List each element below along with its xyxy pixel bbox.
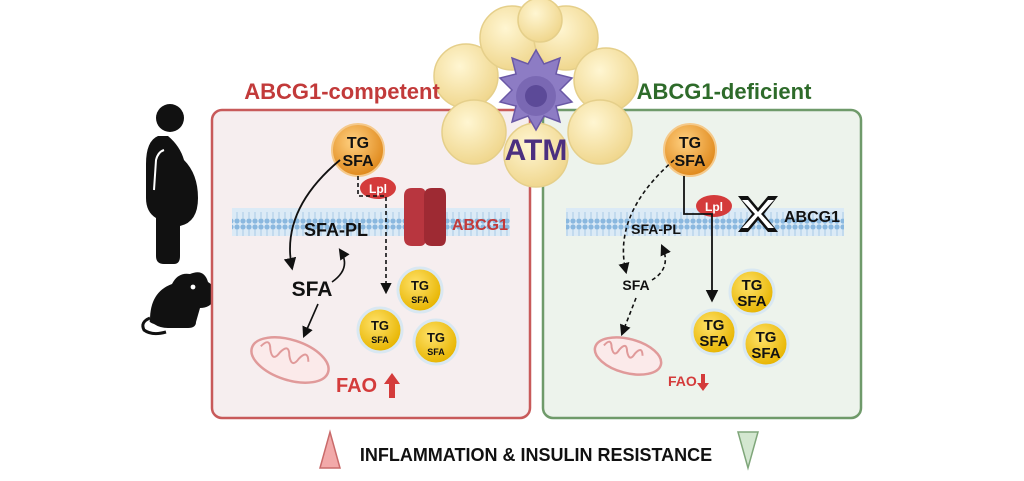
macrophage-icon	[498, 48, 574, 132]
right-droplet-3-sfa: SFA	[751, 345, 780, 362]
atm-label: ATM	[505, 134, 568, 167]
left-abcg1-label: ABCG1	[452, 217, 508, 234]
right-dashed-lipo-to-sfa	[618, 159, 675, 275]
left-lipoprotein-tg: TG	[347, 135, 369, 152]
right-lpl-enzyme: Lpl	[696, 195, 732, 217]
right-droplet-1: TG SFA	[728, 268, 776, 316]
right-lpl-label: Lpl	[705, 200, 723, 214]
x-mark-icon	[738, 196, 778, 232]
left-droplet-1: TG SFA	[396, 266, 444, 314]
competent-title: ABCG1-competent	[244, 79, 440, 104]
right-lipoprotein-sfa: SFA	[674, 153, 706, 170]
left-membrane	[232, 208, 510, 236]
outcome-label: INFLAMMATION & INSULIN RESISTANCE	[360, 445, 712, 465]
left-arrow-lipo-to-sfa	[283, 159, 341, 271]
left-fao-label: FAO	[336, 375, 377, 397]
decrease-triangle-icon	[737, 431, 759, 471]
left-lipoprotein-sfa: SFA	[342, 153, 374, 170]
right-droplet-2: TG SFA	[690, 308, 738, 356]
adipocyte-icon	[433, 0, 639, 188]
right-droplet-3: TG SFA	[742, 320, 790, 368]
mouse-icon	[141, 272, 216, 336]
right-abcg1-label: ABCG1	[784, 209, 840, 226]
fao-up-arrow-icon	[384, 373, 400, 398]
left-lpl-label: Lpl	[369, 182, 387, 196]
fao-down-arrow-icon	[697, 374, 709, 391]
human-silhouette-icon	[146, 104, 198, 264]
left-droplet-3-tg: TG	[427, 330, 445, 345]
right-sfa-pl-label: SFA-PL	[631, 221, 681, 237]
right-droplet-1-sfa: SFA	[737, 293, 766, 310]
right-sfa-label: SFA	[622, 277, 649, 293]
right-dashed-sfa-to-pl	[651, 243, 671, 281]
right-solid-to-droplets	[683, 176, 719, 303]
right-droplet-3-tg: TG	[756, 329, 777, 346]
left-sfa-label: SFA	[292, 278, 333, 301]
increase-triangle-icon	[319, 429, 341, 469]
left-arrow-sfa-to-pl	[331, 248, 350, 283]
right-droplet-2-tg: TG	[704, 317, 725, 334]
mitochondrion-icon	[250, 336, 330, 384]
left-droplet-1-tg: TG	[411, 278, 429, 293]
right-droplet-2-sfa: SFA	[699, 333, 728, 350]
left-sfa-pl-label: SFA-PL	[304, 220, 368, 240]
right-mitochondrion-icon	[593, 336, 663, 376]
left-droplet-2: TG SFA	[356, 306, 404, 354]
left-droplet-3-sfa: SFA	[427, 347, 445, 357]
right-lipoprotein-tg: TG	[679, 135, 701, 152]
left-arrow-sfa-to-mito	[302, 303, 319, 339]
left-dashed-to-droplets	[357, 176, 392, 295]
left-droplet-3: TG SFA	[412, 318, 460, 366]
left-droplet-2-tg: TG	[371, 318, 389, 333]
left-lipoprotein: TG SFA	[331, 123, 385, 177]
right-droplet-1-tg: TG	[742, 277, 763, 294]
left-droplet-2-sfa: SFA	[371, 335, 389, 345]
left-droplet-1-sfa: SFA	[411, 295, 429, 305]
right-lipoprotein: TG SFA	[663, 123, 717, 177]
left-abcg1-transporter	[404, 188, 446, 246]
deficient-title: ABCG1-deficient	[637, 79, 812, 104]
right-fao-label: FAO	[668, 373, 697, 389]
left-lpl-enzyme: Lpl	[360, 177, 396, 199]
